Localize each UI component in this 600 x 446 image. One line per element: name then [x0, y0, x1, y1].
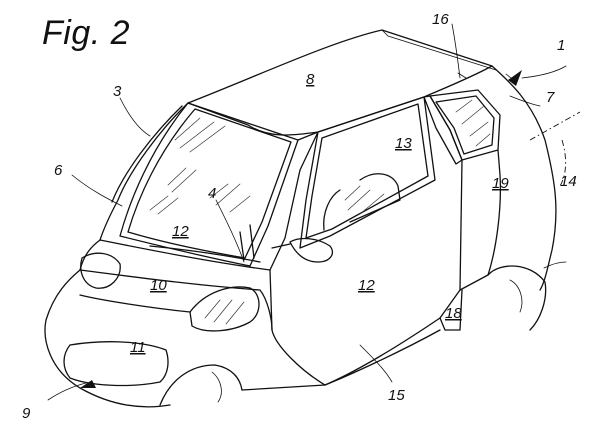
body-outline — [44, 65, 557, 408]
ref-1: 1 — [557, 37, 565, 54]
ref-14: 14 — [560, 173, 577, 190]
arrow-1 — [508, 70, 522, 86]
axis-line — [529, 111, 581, 187]
leader-lines — [47, 23, 567, 401]
ref-10: 10 — [150, 277, 167, 294]
ref-12-door: 12 — [358, 277, 375, 294]
ref-8: 8 — [306, 71, 315, 88]
ref-18: 18 — [445, 305, 462, 322]
ref-6: 6 — [54, 162, 63, 179]
ref-3: 3 — [113, 83, 122, 100]
ref-12-hood: 12 — [172, 223, 189, 240]
ref-15: 15 — [388, 387, 405, 404]
ref-9: 9 — [22, 405, 31, 422]
windshield — [119, 102, 299, 267]
ref-7: 7 — [546, 89, 555, 106]
ref-16: 16 — [432, 11, 449, 28]
figure-title: Fig. 2 — [42, 14, 131, 52]
roof-panel — [187, 29, 497, 136]
ref-11: 11 — [130, 339, 146, 356]
ref-19: 19 — [492, 175, 509, 192]
ref-13: 13 — [395, 135, 412, 152]
ref-4: 4 — [208, 185, 216, 202]
arrow-9 — [80, 380, 96, 388]
